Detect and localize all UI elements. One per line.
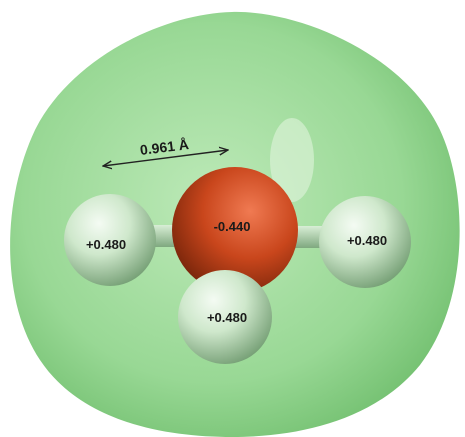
bond-length-arrow [103,150,228,166]
hydrogen-bottom-charge-label: +0.480 [207,310,247,325]
hydrogen-right-charge-label: +0.480 [347,233,387,248]
hydrogen-atom-right [319,196,411,288]
bond-length-label: 0.961 Å [139,136,190,158]
hydrogen-left-charge-label: +0.480 [86,237,126,252]
hydrogen-atom-left [64,194,156,286]
oxygen-atom [172,167,298,293]
surface-highlight [270,118,314,202]
hydrogen-atom-bottom [178,270,272,364]
oxygen-charge-label: -0.440 [214,219,251,234]
